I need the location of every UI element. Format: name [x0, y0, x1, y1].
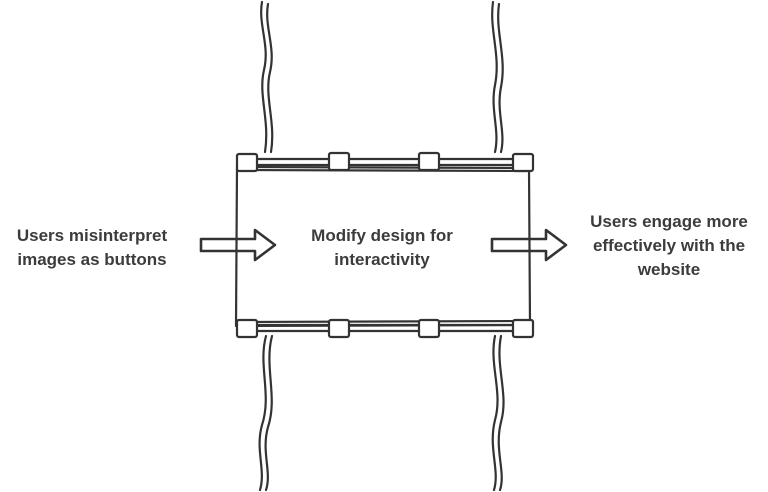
process-label-line: Modify design for: [311, 226, 453, 245]
top-rail: [235, 151, 535, 173]
connector-square: [511, 318, 535, 339]
connector-square: [417, 318, 441, 339]
output-label: Users engage more effectively with the w…: [570, 210, 768, 282]
lower-pipe: [258, 334, 505, 492]
connector-square: [417, 151, 441, 172]
connector-square: [511, 152, 535, 173]
upper-pipe: [260, 0, 504, 154]
output-arrow-icon: [490, 228, 568, 262]
input-arrow-icon: [199, 228, 277, 262]
connector-square: [235, 152, 259, 173]
input-label-line: images as buttons: [17, 250, 167, 269]
output-label-line: Users engage more: [590, 212, 748, 231]
input-label: Users misinterpret images as buttons: [0, 224, 184, 272]
connector-square: [327, 151, 351, 172]
input-label-line: Users misinterpret: [16, 226, 168, 245]
process-label-line: interactivity: [334, 250, 430, 269]
connector-square: [327, 318, 351, 339]
connector-square: [235, 318, 259, 339]
bottom-rail: [235, 318, 535, 339]
output-label-line: website: [637, 260, 701, 279]
output-label-line: effectively with the: [592, 236, 746, 255]
process-label: Modify design for interactivity: [282, 224, 482, 272]
